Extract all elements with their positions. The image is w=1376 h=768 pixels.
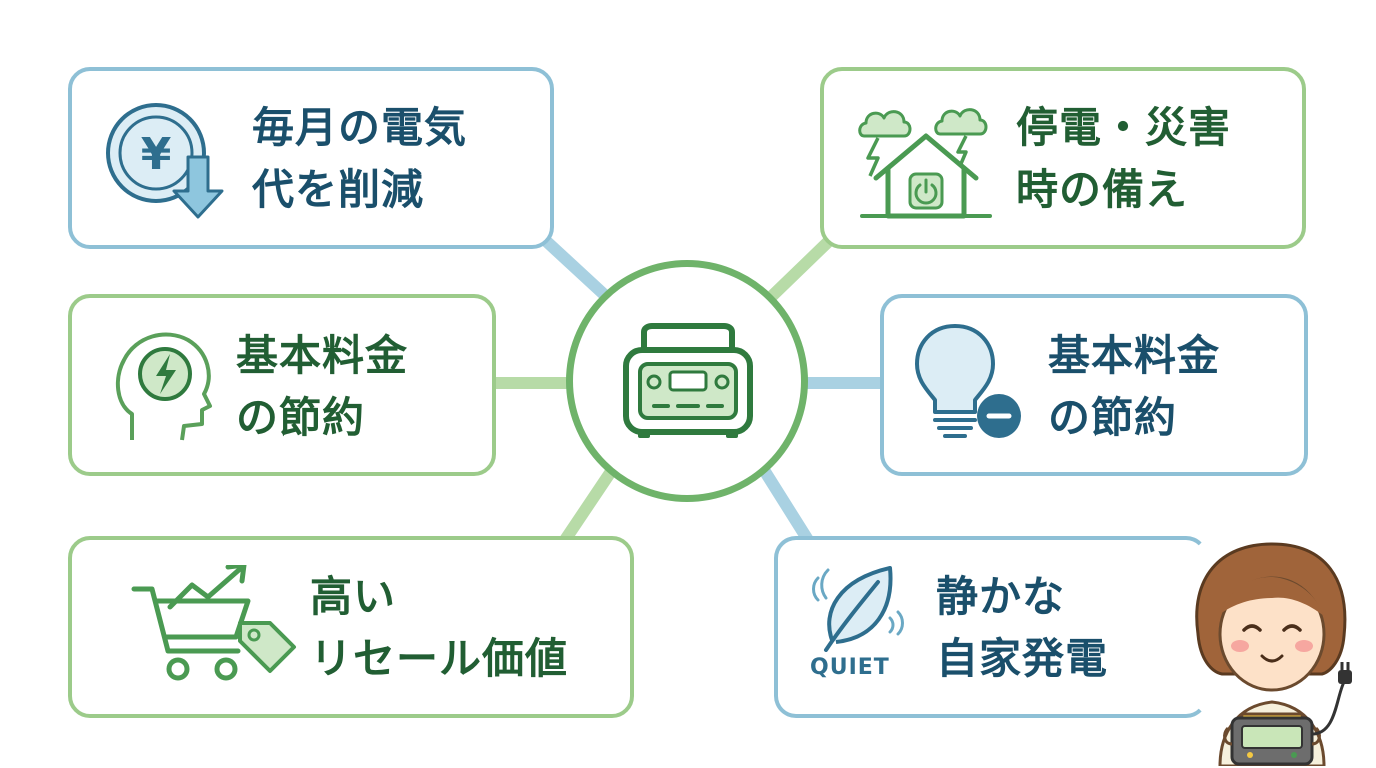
svg-text:¥: ¥ <box>141 129 172 180</box>
label-resale-value: 高い リセール価値 <box>310 566 568 690</box>
label-line: 自家発電 <box>936 634 1109 683</box>
label-line: 停電・災害 <box>1016 103 1232 152</box>
label-line: 基本料金 <box>1048 331 1221 380</box>
woman-holding-power-station-icon <box>1195 542 1352 766</box>
connector-disaster-prep <box>764 234 836 304</box>
label-basic-fee-right: 基本料金 の節約 <box>1048 325 1220 449</box>
connector-quiet-power <box>758 464 814 546</box>
connector-electricity-bill <box>539 234 616 306</box>
label-line: リセール価値 <box>310 634 569 683</box>
label-line: の節約 <box>236 393 366 442</box>
lightbulb-minus-icon <box>915 324 1021 438</box>
connector-resale-value <box>559 464 618 546</box>
label-line: 静かな <box>936 572 1066 621</box>
card-basic-fee-left <box>68 294 496 476</box>
head-lightning-icon <box>115 332 212 441</box>
label-line: 時の備え <box>1016 165 1189 214</box>
label-line: 基本料金 <box>236 331 409 380</box>
label-line: 毎月の電気 <box>252 103 468 152</box>
label-basic-fee-left: 基本料金 の節約 <box>236 325 408 449</box>
portable-power-station-icon <box>623 323 753 438</box>
label-disaster-prep: 停電・災害 時の備え <box>1016 97 1231 221</box>
label-line: 高い <box>310 572 397 621</box>
house-storm-power-icon <box>858 108 992 219</box>
label-quiet-power: 静かな 自家発電 <box>936 566 1108 690</box>
label-electricity-bill: 毎月の電気 代を削減 <box>252 97 467 221</box>
cart-rising-chart-tag-icon <box>131 565 296 681</box>
yen-coin-down-arrow-icon: ¥ <box>106 103 224 219</box>
quiet-badge: QUIET <box>810 655 890 680</box>
label-line: の節約 <box>1048 393 1178 442</box>
label-line: 代を削減 <box>252 165 425 214</box>
leaf-sound-waves-icon <box>812 566 904 652</box>
